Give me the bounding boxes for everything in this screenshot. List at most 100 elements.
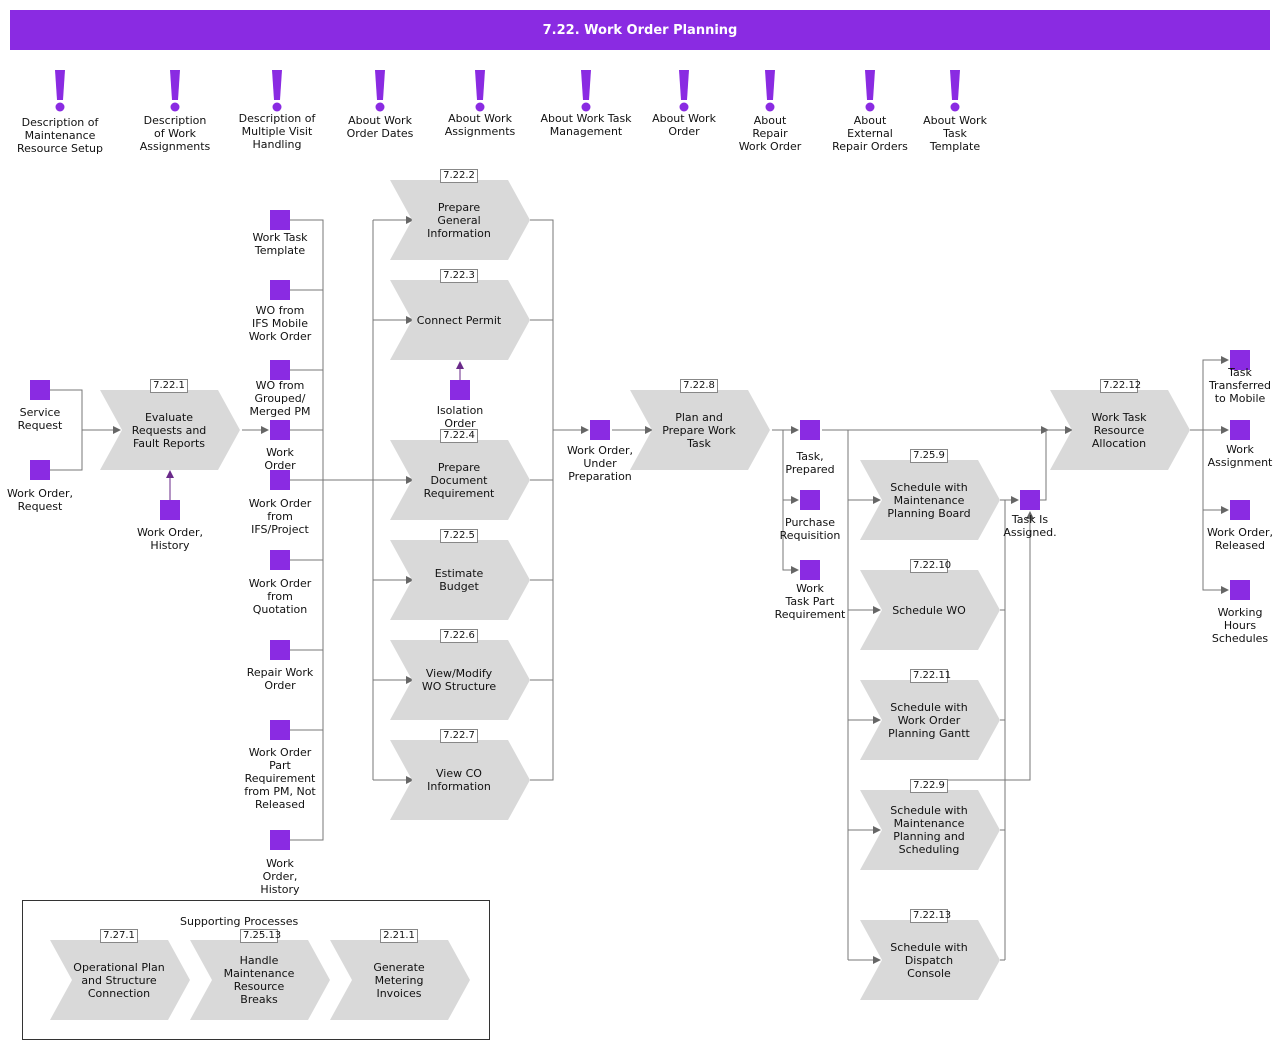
process-id-badge: 7.22.13 (910, 909, 951, 923)
event-square[interactable] (1020, 490, 1040, 510)
process-id-badge: 7.22.4 (440, 429, 478, 443)
process-label: Work Task Resource Allocation (1091, 410, 1147, 450)
event-square[interactable] (270, 210, 290, 230)
info-item-label[interactable]: About Work Task Template (923, 114, 987, 153)
process-arrow-7.22.10[interactable] (860, 570, 1000, 650)
info-exclamation-icon[interactable] (865, 70, 875, 112)
event-square[interactable] (30, 380, 50, 400)
event-square[interactable] (270, 830, 290, 850)
process-id-badge: 7.22.3 (440, 269, 478, 283)
event-label: WO from IFS Mobile Work Order (248, 304, 312, 343)
process-arrow-7.22.6[interactable] (390, 640, 530, 720)
process-arrow-7.22.5[interactable] (390, 540, 530, 620)
process-id-badge: 7.22.5 (440, 529, 478, 543)
info-item-label[interactable]: About Work Order Dates (346, 114, 414, 140)
event-label: Task Transferred to Mobile (1208, 366, 1272, 405)
info-item-label[interactable]: About External Repair Orders (832, 114, 908, 153)
process-id-badge: 7.25.13 (240, 929, 281, 943)
event-square[interactable] (270, 360, 290, 380)
process-arrow-7.22.11[interactable] (860, 680, 1000, 760)
event-label: Work Order, Request (6, 487, 74, 513)
event-label: Service Request (17, 406, 63, 432)
event-square[interactable] (1230, 500, 1250, 520)
process-arrow-7.22.4[interactable] (390, 440, 530, 520)
event-square[interactable] (800, 490, 820, 510)
event-square[interactable] (1230, 580, 1250, 600)
event-square[interactable] (800, 420, 820, 440)
event-square[interactable] (30, 460, 50, 480)
event-square[interactable] (160, 500, 180, 520)
event-square[interactable] (270, 640, 290, 660)
info-item-label[interactable]: About Repair Work Order (738, 114, 802, 153)
event-square[interactable] (800, 560, 820, 580)
process-label: Estimate Budget (434, 567, 484, 593)
info-exclamation-icon[interactable] (581, 70, 591, 112)
event-square[interactable] (270, 550, 290, 570)
process-arrow-7.22.1[interactable] (100, 390, 240, 470)
info-item-label[interactable]: About Work Task Management (540, 112, 632, 138)
process-arrow-7.22.7[interactable] (390, 740, 530, 820)
process-arrow-2.21.1[interactable] (330, 940, 470, 1020)
process-label: Connect Permit (416, 313, 502, 327)
info-exclamation-icon[interactable] (55, 70, 65, 112)
event-square[interactable] (270, 280, 290, 300)
event-label: Work Order, Under Preparation (566, 444, 634, 483)
process-id-badge: 7.22.2 (440, 169, 478, 183)
supporting-processes-box (22, 900, 490, 1040)
info-item-label[interactable]: Description of Multiple Visit Handling (238, 112, 316, 151)
process-arrow-7.25.13[interactable] (190, 940, 330, 1020)
event-label: Work Order from IFS/Project (248, 497, 312, 536)
process-label: Schedule with Maintenance Planning and S… (890, 804, 968, 856)
process-arrow-7.27.1[interactable] (50, 940, 190, 1020)
process-label: Plan and Prepare Work Task (662, 410, 736, 450)
info-exclamation-icon[interactable] (170, 70, 180, 112)
event-square[interactable] (1230, 420, 1250, 440)
process-arrow-7.22.2[interactable] (390, 180, 530, 260)
event-label: Repair Work Order (246, 666, 314, 692)
process-id-badge: 7.22.8 (680, 379, 718, 393)
event-label: Work Order, History (260, 857, 300, 896)
event-square[interactable] (270, 470, 290, 490)
process-id-badge: 7.22.7 (440, 729, 478, 743)
process-arrow-7.22.13[interactable] (860, 920, 1000, 1000)
event-label: WO from Grouped/ Merged PM (249, 379, 311, 418)
info-exclamation-icon[interactable] (950, 70, 960, 112)
process-arrow-7.22.9[interactable] (860, 790, 1000, 870)
process-id-badge: 7.22.6 (440, 629, 478, 643)
process-label: View CO Information (427, 767, 491, 793)
info-exclamation-icon[interactable] (679, 70, 689, 112)
info-item-label[interactable]: About Work Assignments (444, 112, 516, 138)
event-label: Work Order (264, 446, 296, 472)
info-exclamation-icon[interactable] (765, 70, 775, 112)
process-arrow-7.22.12[interactable] (1050, 390, 1190, 470)
process-label: Operational Plan and Structure Connectio… (73, 960, 165, 1000)
event-square[interactable] (270, 720, 290, 740)
process-id-badge: 7.22.12 (1100, 379, 1141, 393)
info-item-label[interactable]: About Work Order (652, 112, 716, 138)
event-square[interactable] (270, 420, 290, 440)
event-square[interactable] (1230, 350, 1250, 370)
info-item-label[interactable]: Description of Maintenance Resource Setu… (17, 116, 103, 155)
process-label: Generate Metering Invoices (373, 960, 425, 1000)
process-label: Schedule with Maintenance Planning Board (887, 480, 971, 520)
process-arrow-7.22.3[interactable] (390, 280, 530, 360)
info-item-label[interactable]: Description of Work Assignments (139, 114, 211, 153)
process-arrow-7.25.9[interactable] (860, 460, 1000, 540)
process-id-badge: 7.27.1 (100, 929, 138, 943)
info-exclamation-icon[interactable] (375, 70, 385, 112)
event-label: Work Order from Quotation (248, 577, 312, 616)
event-square[interactable] (590, 420, 610, 440)
event-label: Task Is Assigned. (1003, 513, 1057, 539)
info-exclamation-icon[interactable] (272, 70, 282, 112)
event-label: Purchase Requisition (779, 516, 841, 542)
event-square[interactable] (450, 380, 470, 400)
process-id-badge: 7.22.1 (150, 379, 188, 393)
connector-lines (50, 216, 1229, 964)
process-arrow-7.22.8[interactable] (630, 390, 770, 470)
event-label: Work Task Part Requirement (774, 582, 846, 621)
event-label: Work Order, History (136, 526, 204, 552)
supporting-processes-title: Supporting Processes (180, 915, 299, 928)
info-exclamation-icon[interactable] (475, 70, 485, 112)
event-label: Work Task Template (252, 231, 308, 257)
